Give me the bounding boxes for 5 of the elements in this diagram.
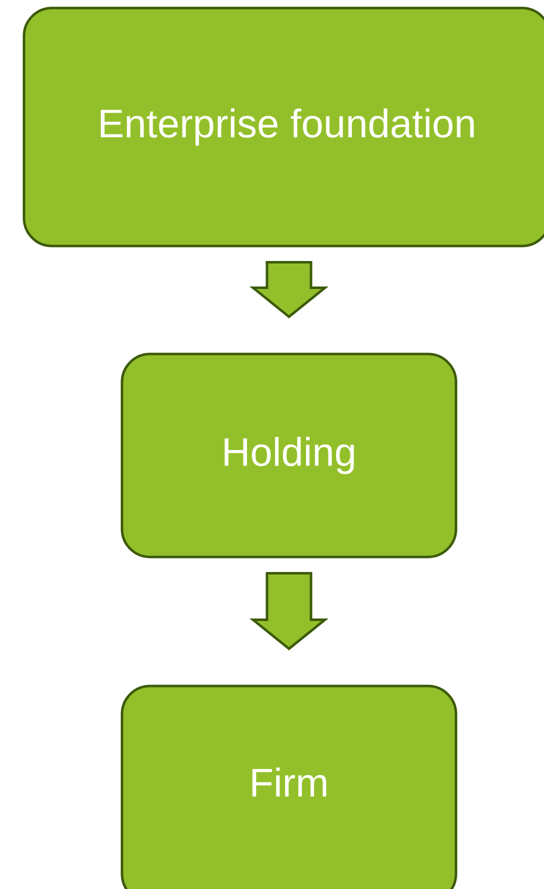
process-box: Enterprise foundation: [22, 6, 544, 248]
block-arrow: [249, 261, 329, 318]
process-box: Firm: [120, 684, 458, 889]
block-arrow: [249, 572, 329, 650]
process-box: Holding: [120, 352, 458, 558]
